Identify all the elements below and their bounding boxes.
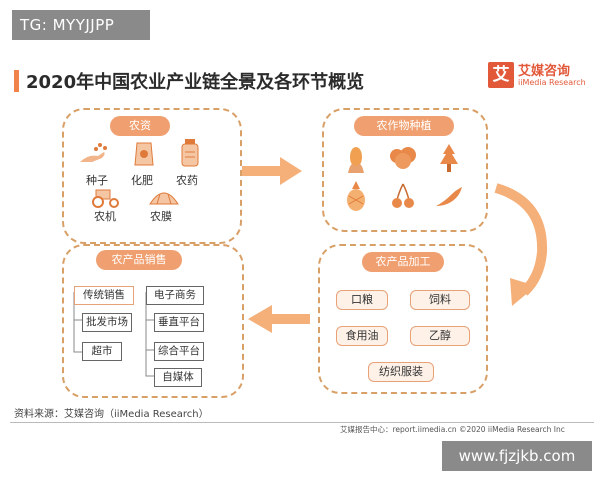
sales-vertical-platform: 垂直平台 — [154, 313, 204, 332]
logo-mark: 艾 — [488, 62, 514, 88]
planting-header: 农作物种植 — [354, 116, 454, 136]
processing-edible-oil: 食用油 — [336, 326, 388, 346]
arrow-curved-down — [494, 183, 548, 306]
corn-icon — [348, 147, 364, 173]
sales-ecommerce: 电子商务 — [146, 286, 204, 305]
fertilizer-icon — [134, 142, 154, 166]
site-watermark: www.fjzjkb.com — [442, 441, 592, 471]
inputs-header: 农资 — [110, 116, 170, 136]
arrow-right — [242, 157, 302, 185]
sales-traditional: 传统销售 — [74, 286, 134, 305]
film-icon — [149, 192, 179, 205]
input-label-pesticide: 农药 — [176, 174, 198, 187]
logo-name-cn: 艾媒咨询 — [518, 64, 571, 79]
footer-divider — [10, 422, 594, 423]
processing-feed: 饲料 — [410, 290, 470, 310]
footer-credit: 艾媒报告中心：report.iimedia.cn ©2020 iiMedia R… — [340, 425, 565, 434]
sales-header: 农产品销售 — [96, 250, 182, 270]
top-tag: TG: MYYJJPP — [12, 10, 150, 40]
pesticide-icon — [181, 139, 199, 167]
broccoli-icon — [390, 147, 416, 169]
processing-ethanol: 乙醇 — [410, 326, 470, 346]
processing-header: 农产品加工 — [362, 252, 444, 272]
processing-grain: 口粮 — [336, 290, 388, 310]
source-note: 资料来源：艾媒咨询（iiMedia Research） — [14, 409, 209, 420]
chili-icon — [436, 187, 462, 206]
input-label-film: 农膜 — [150, 210, 172, 223]
brand-logo: 艾 艾媒咨询 iiMedia Research — [488, 60, 593, 94]
sales-wholesale: 批发市场 — [82, 313, 132, 332]
sales-self-media: 自媒体 — [154, 368, 202, 387]
pineapple-icon — [347, 181, 365, 211]
arrow-left — [248, 305, 310, 333]
title-accent-bar — [14, 70, 19, 92]
processing-textile: 纺织服装 — [368, 362, 434, 382]
sales-general-platform: 综合平台 — [154, 342, 204, 361]
sales-tree-lines — [73, 292, 154, 377]
seed-icon — [80, 143, 107, 162]
tractor-icon — [92, 189, 119, 208]
input-label-fertilizer: 化肥 — [131, 174, 153, 187]
input-label-machinery: 农机 — [94, 210, 116, 223]
wheat-icon — [440, 144, 458, 172]
cherry-icon — [392, 183, 414, 208]
input-label-seed: 种子 — [86, 174, 108, 187]
logo-name-en: iiMedia Research — [518, 78, 586, 87]
sales-supermarket: 超市 — [82, 342, 122, 361]
page-title: 2020年中国农业产业链全景及各环节概览 — [26, 72, 365, 93]
